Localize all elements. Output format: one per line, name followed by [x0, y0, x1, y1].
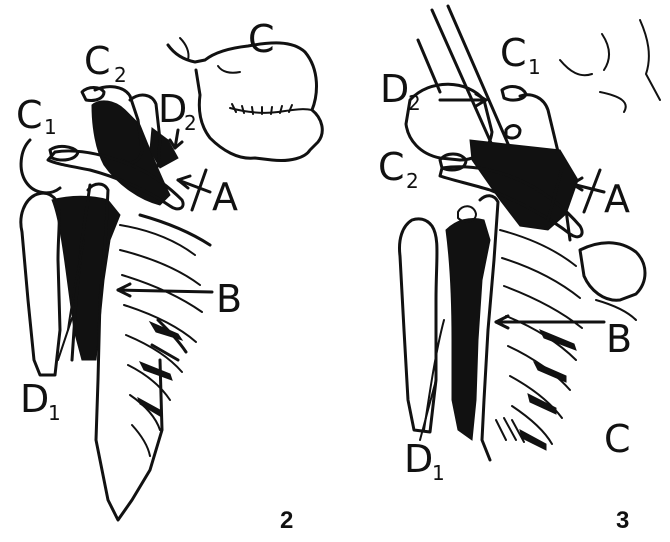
- label-d2: D: [380, 67, 409, 111]
- label-c2: C: [378, 145, 405, 189]
- ear-mark: [218, 66, 240, 73]
- vertebra-small: [506, 126, 520, 139]
- label-a: A: [212, 175, 238, 219]
- label-c2-sub: 2: [114, 63, 127, 87]
- label-c: C: [248, 17, 275, 61]
- label-a: A: [604, 177, 630, 221]
- label-c: C: [604, 417, 631, 461]
- label-c1-sub: 1: [44, 115, 57, 139]
- figure-number-2: 2: [280, 507, 293, 534]
- label-c1: C: [500, 31, 527, 75]
- pointer-a-line: [178, 180, 210, 192]
- label-d2: D: [158, 87, 187, 131]
- label-c1: C: [16, 93, 43, 137]
- figure-number-3: 3: [616, 507, 629, 534]
- humerus-left: [21, 193, 60, 375]
- rib-shading: [520, 330, 576, 450]
- scapula-border: [418, 40, 440, 92]
- label-b: B: [216, 277, 242, 321]
- teeth: [232, 104, 292, 114]
- label-b: B: [606, 317, 632, 361]
- label-d1-sub: 1: [432, 461, 445, 485]
- label-c2: C: [84, 39, 111, 83]
- skull-fragments: [560, 20, 660, 112]
- scapula-blade: [580, 243, 645, 300]
- ribs: [500, 230, 582, 444]
- vertebra-c2: [82, 88, 104, 101]
- label-d1: D: [404, 437, 433, 481]
- label-d1-sub: 1: [48, 401, 61, 425]
- label-d1: D: [20, 377, 49, 421]
- label-c2-sub: 2: [406, 169, 419, 193]
- label-d2-sub: 2: [184, 111, 197, 135]
- figure-3-labels: D 2 C 1 C 2 A B C D 1 3: [378, 31, 632, 534]
- neck-muscle-dark: [470, 140, 578, 230]
- pointer-b-line: [118, 290, 212, 292]
- skull-outline: [168, 43, 322, 161]
- label-d2-sub: 2: [408, 91, 421, 115]
- label-c1-sub: 1: [528, 55, 541, 79]
- first-rib: [140, 215, 210, 245]
- vertebra-c1: [502, 87, 526, 101]
